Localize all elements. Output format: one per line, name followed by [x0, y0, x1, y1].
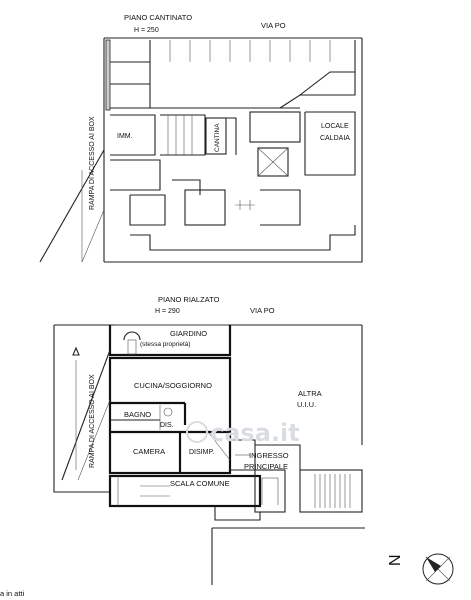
room-caldaia: CALDAIA	[320, 135, 350, 142]
ground-floor-plan: PIANO RIALZATO H = 290 VIA PO RAMPA DI A…	[53, 295, 365, 585]
room-cantina: CANTINA	[214, 123, 221, 152]
ground-title: PIANO RIALZATO	[158, 295, 220, 304]
room-bagno: BAGNO	[124, 410, 151, 419]
basement-street: VIA PO	[261, 21, 286, 30]
room-principale: PRINCIPALE	[244, 462, 288, 471]
basement-title: PIANO CANTINATO	[124, 13, 192, 22]
room-disimp: DISIMP.	[189, 449, 214, 456]
footer-note: a in atti	[0, 589, 25, 598]
room-locale: LOCALE	[321, 123, 349, 130]
room-cucina-soggiorno: CUCINA/SOGGIORNO	[134, 381, 212, 390]
ground-height: H = 290	[155, 308, 180, 315]
room-scala-comune: SCALA COMUNE	[170, 479, 230, 488]
room-giardino-note: (stessa proprietà)	[140, 341, 191, 348]
north-arrow-icon: N	[387, 553, 454, 585]
basement-ramp-label: RAMPA DI ACCESSO AI BOX	[89, 116, 96, 210]
room-ingresso: INGRESSO	[249, 451, 289, 460]
basement-height: H = 250	[134, 27, 159, 34]
room-dis: DIS.	[160, 422, 174, 429]
room-altra: ALTRA	[298, 389, 322, 398]
watermark: casa.it	[186, 419, 300, 447]
north-label: N	[387, 554, 404, 566]
room-uiu: U.I.U.	[297, 400, 316, 409]
room-camera: CAMERA	[133, 447, 165, 456]
ground-street: VIA PO	[250, 306, 275, 315]
room-giardino: GIARDINO	[170, 329, 207, 338]
watermark-text: casa.it	[210, 419, 300, 447]
room-imm: IMM.	[117, 133, 133, 140]
basement-plan: PIANO CANTINATO H = 250 VIA PO RAMPA DI …	[39, 13, 363, 263]
ground-ramp-label: RAMPA DI ACCESSO AI BOX	[89, 374, 96, 468]
